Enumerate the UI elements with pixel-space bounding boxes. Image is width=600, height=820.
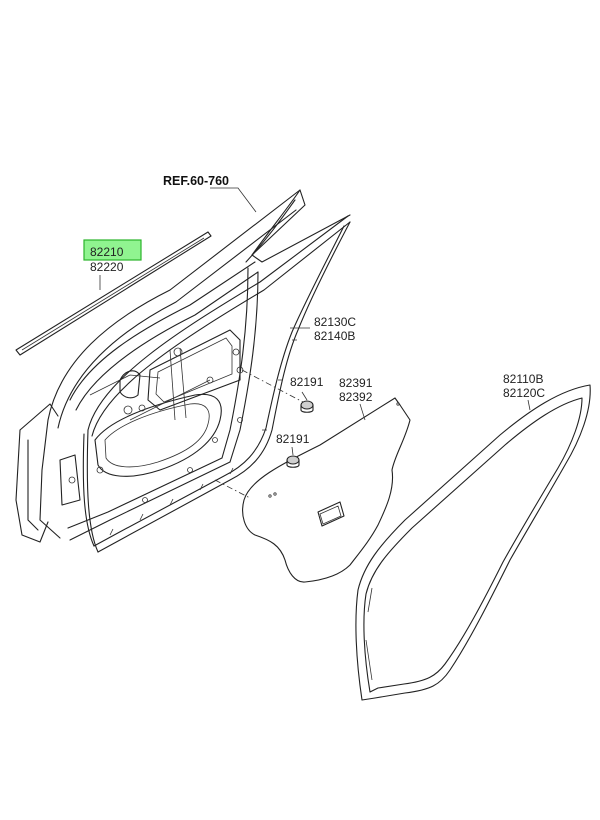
labels: REF.60-760 82210 82220 82130C 82140B 821… xyxy=(83,174,545,446)
ref-label[interactable]: REF.60-760 xyxy=(163,174,229,188)
label-82392[interactable]: 82392 xyxy=(339,390,373,404)
label-82220[interactable]: 82220 xyxy=(90,260,124,274)
sealing-cover[interactable] xyxy=(242,397,411,583)
plug-lower[interactable] xyxy=(286,455,300,468)
label-82130c[interactable]: 82130C xyxy=(314,315,356,329)
body-side-weatherstrip[interactable] xyxy=(355,384,591,701)
door-side-weatherstrip[interactable] xyxy=(82,215,351,553)
front-door-panel xyxy=(15,189,351,543)
plug-upper[interactable] xyxy=(300,400,314,413)
label-82210[interactable]: 82210 xyxy=(90,245,124,259)
label-82140b[interactable]: 82140B xyxy=(314,329,355,343)
beltline-weatherstrip[interactable] xyxy=(15,231,212,356)
label-82191-upper[interactable]: 82191 xyxy=(290,375,324,389)
label-82191-lower[interactable]: 82191 xyxy=(276,432,310,446)
label-82120c[interactable]: 82120C xyxy=(503,386,545,400)
leader-lines xyxy=(99,187,531,499)
highlight-box xyxy=(83,239,142,261)
label-82110b[interactable]: 82110B xyxy=(503,372,543,386)
label-82391[interactable]: 82391 xyxy=(339,376,373,390)
